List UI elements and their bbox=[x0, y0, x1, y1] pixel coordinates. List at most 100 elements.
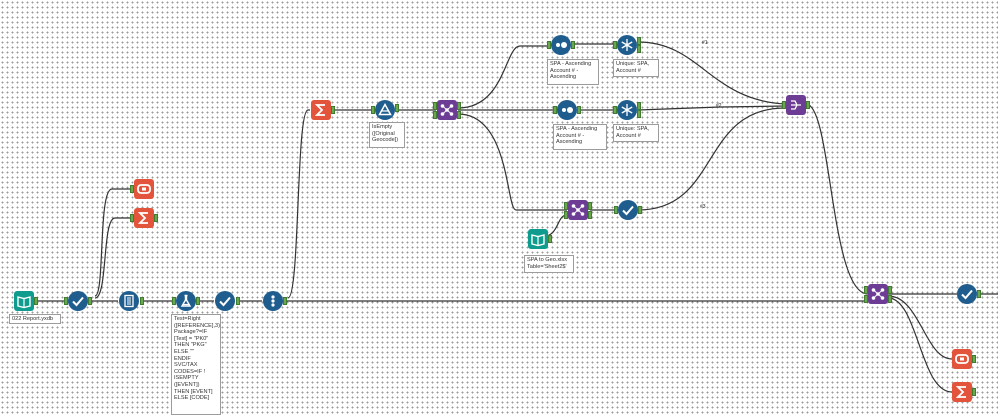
output-anchor-r[interactable] bbox=[888, 295, 892, 303]
join-icon bbox=[440, 104, 454, 116]
checkmark-icon bbox=[961, 289, 973, 300]
output-anchor[interactable] bbox=[34, 297, 38, 305]
output-anchor[interactable] bbox=[548, 235, 552, 243]
output-anchor-duplicate[interactable] bbox=[637, 45, 641, 53]
checkmark-icon bbox=[219, 296, 231, 307]
output-anchor[interactable] bbox=[88, 297, 92, 305]
output-anchor[interactable] bbox=[196, 297, 200, 305]
output-anchor[interactable] bbox=[236, 297, 240, 305]
input-anchor[interactable] bbox=[553, 106, 557, 114]
sort-icon bbox=[556, 42, 567, 48]
input-anchor-right[interactable] bbox=[864, 295, 868, 303]
tool-annotation: Unique: SPA, Account # bbox=[613, 59, 659, 77]
input-anchor[interactable] bbox=[782, 101, 786, 109]
input-anchor[interactable] bbox=[64, 297, 68, 305]
output-anchor[interactable] bbox=[577, 106, 581, 114]
input-anchor-right[interactable] bbox=[564, 211, 568, 219]
join-tool[interactable] bbox=[868, 284, 888, 304]
wire-label-2: #2 bbox=[716, 103, 722, 109]
output-anchor-unique[interactable] bbox=[637, 37, 641, 45]
output-anchor[interactable] bbox=[972, 388, 976, 396]
wire bbox=[637, 105, 786, 111]
input-anchor[interactable] bbox=[130, 185, 134, 193]
union-icon bbox=[791, 100, 801, 110]
tool-annotation: Unique: SPA, Account # bbox=[613, 124, 659, 142]
input-anchor[interactable] bbox=[613, 106, 617, 114]
tool-annotation: IsEmpty ([Original Geocode]) bbox=[369, 122, 405, 148]
output-anchor-duplicate[interactable] bbox=[637, 110, 641, 118]
output-anchor-l[interactable] bbox=[888, 286, 892, 294]
output-anchor[interactable] bbox=[977, 290, 981, 298]
browse-tool[interactable] bbox=[134, 179, 154, 199]
browse-icon bbox=[955, 354, 969, 364]
input-anchor[interactable] bbox=[614, 206, 618, 214]
output-anchor-l[interactable] bbox=[588, 202, 592, 210]
output-anchor[interactable] bbox=[972, 355, 976, 363]
tool-annotation: Test=Right ([REFERENCE],3) Package?=IF [… bbox=[171, 314, 221, 415]
wire bbox=[887, 297, 953, 393]
sort-tool[interactable] bbox=[551, 35, 571, 55]
record-id-tool[interactable] bbox=[119, 291, 139, 311]
select-tool[interactable] bbox=[68, 291, 88, 311]
output-anchor-unique[interactable] bbox=[637, 102, 641, 110]
join-tool[interactable] bbox=[437, 100, 457, 120]
output-anchor-r[interactable] bbox=[457, 111, 461, 119]
select-tool[interactable] bbox=[618, 200, 638, 220]
join-icon bbox=[571, 204, 585, 216]
select-tool[interactable] bbox=[957, 284, 977, 304]
join-tool[interactable] bbox=[568, 200, 588, 220]
input-data-tool[interactable] bbox=[528, 229, 548, 249]
wire bbox=[457, 113, 567, 211]
summarize-tool[interactable] bbox=[311, 100, 331, 120]
input-anchor-left[interactable] bbox=[864, 286, 868, 294]
sigma-icon bbox=[137, 212, 148, 224]
record-id-icon bbox=[124, 294, 134, 308]
flask-icon bbox=[180, 294, 192, 307]
input-anchor[interactable] bbox=[172, 297, 176, 305]
output-anchor-r[interactable] bbox=[588, 211, 592, 219]
formula-tool[interactable] bbox=[176, 291, 196, 311]
browse-icon bbox=[137, 184, 151, 194]
select-records-tool[interactable] bbox=[263, 291, 283, 311]
snowflake-icon bbox=[621, 39, 633, 51]
browse-tool[interactable] bbox=[952, 349, 972, 369]
output-anchor-l[interactable] bbox=[457, 102, 461, 110]
input-data-tool[interactable] bbox=[14, 291, 34, 311]
unique-tool[interactable] bbox=[617, 100, 637, 120]
wire-label-3: #3 bbox=[700, 204, 706, 210]
output-anchor[interactable] bbox=[571, 41, 575, 49]
output-anchor-true[interactable] bbox=[395, 104, 399, 112]
checkmark-icon bbox=[622, 205, 634, 216]
input-anchor[interactable] bbox=[613, 41, 617, 49]
wire bbox=[287, 109, 310, 299]
sigma-icon bbox=[314, 104, 325, 116]
wire bbox=[805, 103, 869, 295]
select-tool[interactable] bbox=[215, 291, 235, 311]
filter-tool[interactable] bbox=[375, 100, 395, 120]
wire bbox=[637, 107, 786, 211]
sigma-icon bbox=[955, 386, 966, 398]
output-anchor[interactable] bbox=[638, 206, 642, 214]
input-anchor[interactable] bbox=[130, 214, 134, 222]
input-anchor-left[interactable] bbox=[564, 202, 568, 210]
output-anchor[interactable] bbox=[283, 297, 287, 305]
input-anchor-left[interactable] bbox=[433, 102, 437, 110]
input-anchor-right[interactable] bbox=[433, 111, 437, 119]
tool-annotation: SPA to Geo.xlsx Table='Sheet2$' bbox=[524, 255, 574, 273]
wire bbox=[637, 41, 786, 105]
input-anchor[interactable] bbox=[371, 106, 375, 114]
summarize-tool[interactable] bbox=[134, 208, 154, 228]
output-anchor[interactable] bbox=[140, 297, 144, 305]
summarize-tool[interactable] bbox=[952, 382, 972, 402]
output-anchor[interactable] bbox=[154, 214, 158, 222]
sort-tool[interactable] bbox=[557, 100, 577, 120]
book-icon bbox=[17, 296, 31, 309]
output-anchor[interactable] bbox=[806, 101, 810, 109]
sort-icon bbox=[562, 107, 573, 113]
wire bbox=[457, 45, 550, 109]
output-anchor[interactable] bbox=[331, 106, 335, 114]
input-anchor[interactable] bbox=[547, 41, 551, 49]
checkmark-icon bbox=[72, 296, 84, 307]
union-tool[interactable] bbox=[786, 95, 806, 115]
unique-tool[interactable] bbox=[617, 35, 637, 55]
